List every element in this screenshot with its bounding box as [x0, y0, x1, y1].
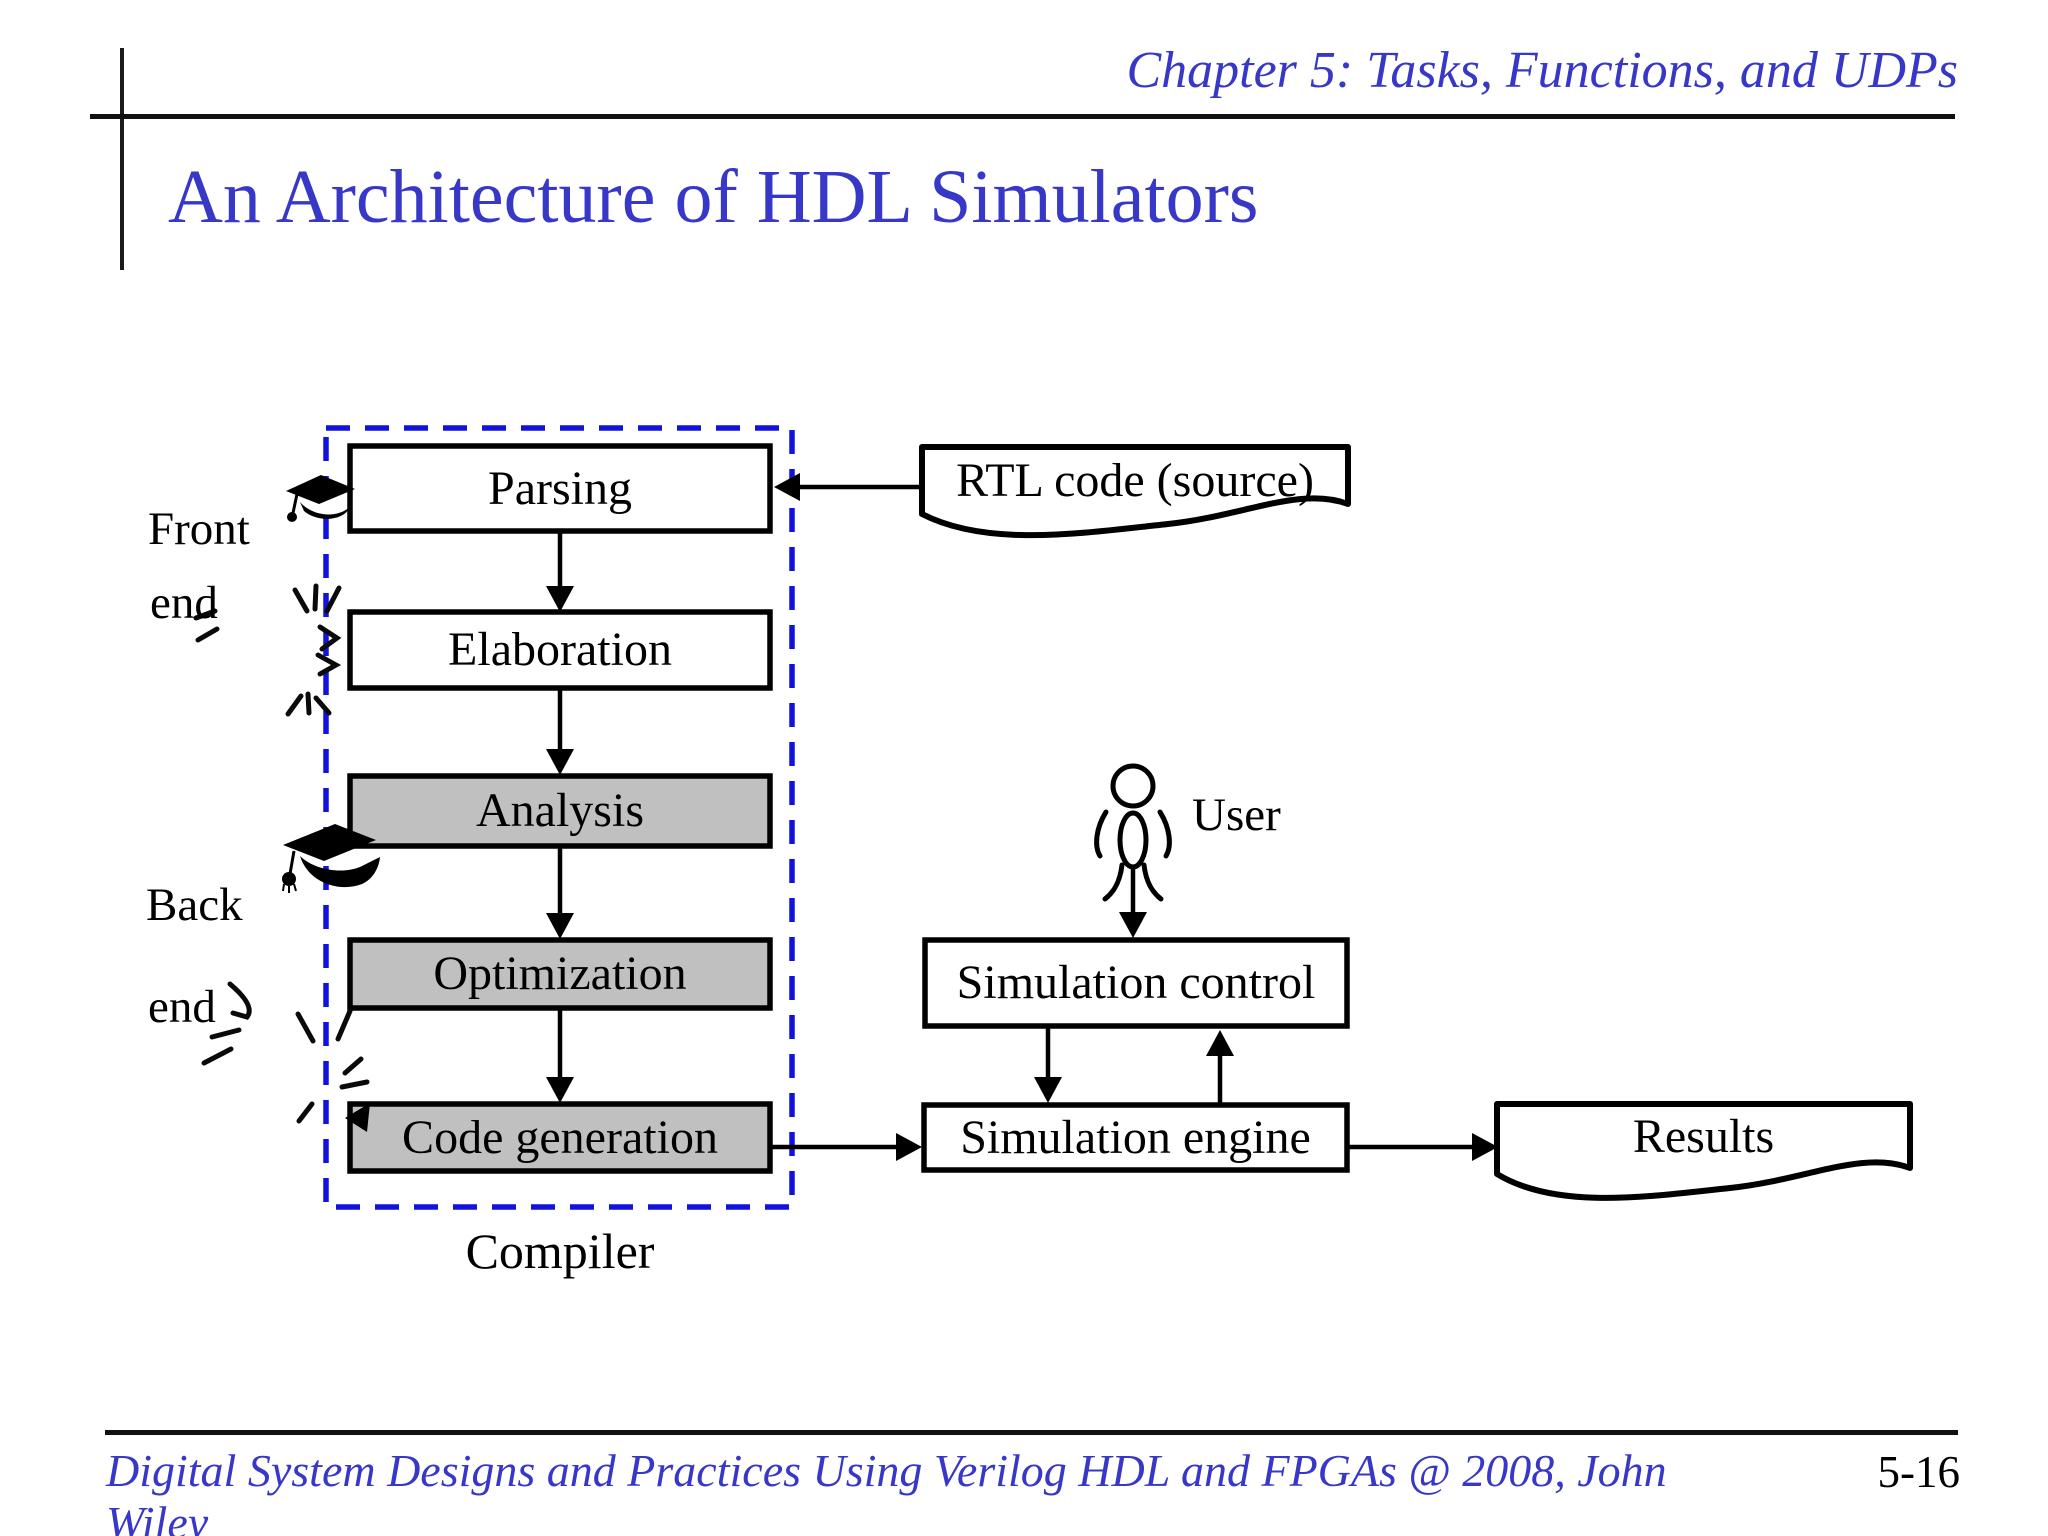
back-end-label-line2: end	[148, 981, 216, 1033]
rtl-document-label: RTL code (source)	[956, 454, 1314, 507]
code-generation-box	[347, 1101, 773, 1174]
user-stick-figure-icon	[1094, 763, 1172, 902]
simulation-control-label: Simulation control	[956, 956, 1316, 1009]
flow-arrowheads	[546, 473, 1498, 1161]
simulation-engine-label: Simulation engine	[960, 1111, 1311, 1164]
analysis-box	[347, 773, 773, 849]
front-end-label-line2: end	[150, 577, 218, 629]
page-title: An Architecture of HDL Simulators	[168, 155, 1259, 239]
front-end-label-line1: Front	[148, 503, 250, 555]
results-label: Results	[1632, 1110, 1775, 1163]
analysis-label: Analysis	[476, 784, 644, 837]
results-document-shape	[1494, 1101, 1913, 1201]
back-end-label-line1: Back	[146, 879, 243, 931]
graduation-cap-icon	[282, 824, 380, 893]
user-label: User	[1192, 789, 1281, 841]
pen-arrowhead-mark	[345, 1103, 370, 1132]
top-left-vertical-rule	[120, 48, 124, 270]
flow-arrows	[557, 484, 1474, 1150]
graduation-cap-icon	[286, 475, 355, 522]
elaboration-box	[347, 609, 773, 691]
footer-credit-line1: Digital System Designs and Practices Usi…	[106, 1445, 1667, 1496]
optimization-label: Optimization	[433, 947, 687, 1000]
page-number: 5-16	[1877, 1447, 1961, 1497]
optimization-box	[347, 937, 773, 1011]
header-rule	[90, 114, 1955, 119]
simulation-engine-box	[921, 1102, 1350, 1173]
compiler-caption: Compiler	[465, 1223, 655, 1279]
pen-annotation-marks	[193, 583, 370, 1124]
parsing-label: Parsing	[488, 462, 632, 515]
footer-rule	[105, 1430, 1958, 1435]
elaboration-label: Elaboration	[448, 623, 672, 676]
rtl-document-shape	[919, 444, 1351, 539]
footer-credit-line2: Wiley	[106, 1497, 209, 1536]
simulation-control-box	[922, 937, 1350, 1029]
code-generation-label: Code generation	[402, 1111, 718, 1164]
chapter-header: Chapter 5: Tasks, Functions, and UDPs	[1126, 42, 1958, 99]
